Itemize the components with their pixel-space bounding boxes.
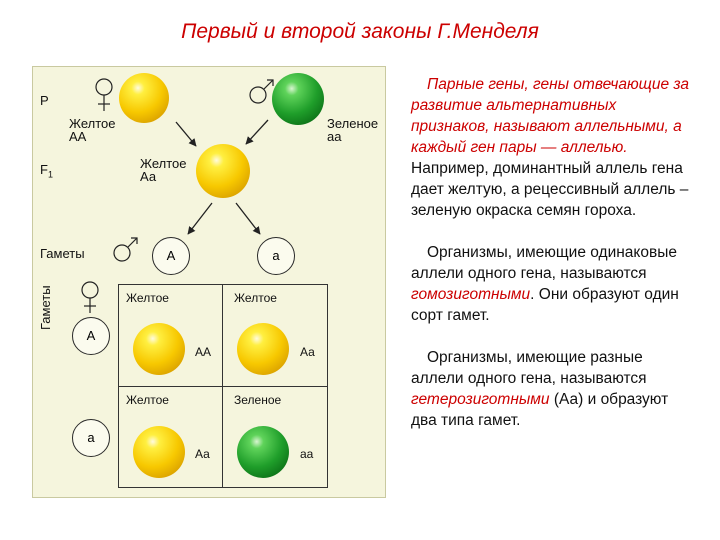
f1-label: F1 xyxy=(40,163,53,182)
punnett-cell-2-phenotype: Желтое xyxy=(234,291,277,305)
paragraph-1-definition: Парные гены, гены отвечающие за развитие… xyxy=(411,76,690,156)
gametes-label: Гаметы xyxy=(40,246,85,261)
parent-female-genotype: АА xyxy=(69,129,87,144)
parent-male-genotype: аа xyxy=(327,129,342,144)
paragraph-1: Парные гены, гены отвечающие за развитие… xyxy=(411,74,696,221)
gamete-top-recessive: а xyxy=(257,237,295,275)
punnett-cell-1-genotype: АА xyxy=(195,345,212,359)
paragraph-2-end: . Они образуют один сорт гамет. xyxy=(411,286,679,324)
punnett-cell-2-genotype: Аа xyxy=(300,345,315,359)
f1-label-main: F xyxy=(40,162,48,177)
heterozygous-term: гетерозиготными xyxy=(411,391,550,408)
parent-female-phenotype: Желтое xyxy=(69,116,116,131)
punnett-cell-4-pea xyxy=(237,426,289,478)
arrow-female-to-f1 xyxy=(175,121,197,147)
male-symbol-icon xyxy=(249,79,274,104)
paragraph-3-end: (Аа) и образуют два типа гамет. xyxy=(411,391,669,429)
gamete-top-dominant: А xyxy=(152,237,190,275)
gamete-left-recessive: а xyxy=(72,419,110,457)
f1-pea xyxy=(196,144,250,198)
female-symbol-icon xyxy=(95,78,113,111)
parents-label: P xyxy=(40,93,49,108)
paragraph-1-example: Например, доминантный аллель гена дает ж… xyxy=(411,160,689,219)
slide-title: Первый и второй законы Г.Менделя xyxy=(181,20,539,43)
paragraph-3: Организмы, имеющие разные аллели одного … xyxy=(411,347,696,431)
paragraph-2-start: Организмы, имеющие одинаковые аллели одн… xyxy=(411,244,677,282)
punnett-cell-3-genotype: Аа xyxy=(195,447,210,461)
paragraph-2: Организмы, имеющие одинаковые аллели одн… xyxy=(411,242,696,326)
punnett-cell-3-pea xyxy=(133,426,185,478)
parent-female-pea xyxy=(119,73,169,123)
explanation-text: Парные гены, гены отвечающие за развитие… xyxy=(411,74,696,452)
f1-label-sub: 1 xyxy=(47,169,53,180)
parent-male-phenotype: Зеленое xyxy=(327,116,379,131)
punnett-cell-4-phenotype: Зеленое xyxy=(234,393,282,407)
female-symbol-icon-gamete-row xyxy=(81,281,99,313)
punnett-cell-1-phenotype: Желтое xyxy=(126,291,169,305)
punnett-cell-2-pea xyxy=(237,323,289,375)
arrow-male-to-f1 xyxy=(245,119,269,145)
male-symbol-icon-gamete-row xyxy=(113,237,138,262)
punnett-square: Желтое АА Желтое Аа Желтое Аа Зеленое аа xyxy=(118,284,328,488)
f1-phenotype: Желтое xyxy=(140,156,187,171)
punnett-cell-3-phenotype: Желтое xyxy=(126,393,169,407)
gamete-left-dominant: А xyxy=(72,317,110,355)
homozygous-term: гомозиготными xyxy=(411,286,531,303)
punnett-cell-1-pea xyxy=(133,323,185,375)
arrow-f1-to-gamete-b xyxy=(235,202,261,235)
punnett-divider-vertical xyxy=(222,285,223,487)
arrow-f1-to-gamete-a xyxy=(187,202,213,235)
punnett-cell-4-genotype: аа xyxy=(300,447,314,461)
parent-male-pea xyxy=(272,73,324,125)
paragraph-3-start: Организмы, имеющие разные аллели одного … xyxy=(411,349,647,387)
punnett-divider-horizontal xyxy=(119,386,327,387)
f1-genotype: Аа xyxy=(140,169,157,184)
